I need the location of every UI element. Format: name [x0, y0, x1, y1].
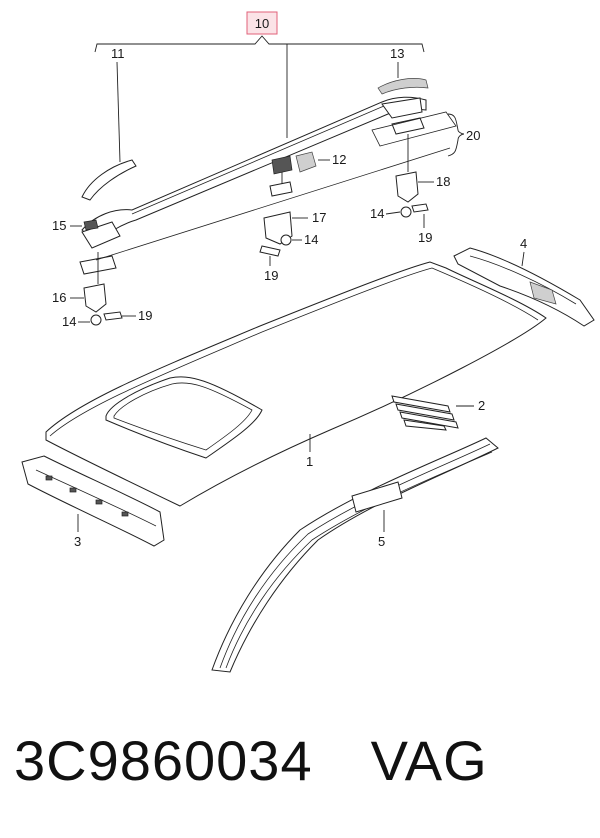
part-5-joint	[351, 481, 403, 513]
roof-rail	[81, 96, 427, 243]
part-14-nut-left	[90, 314, 102, 326]
part-14-nut-right	[400, 206, 412, 218]
label-4: 4	[520, 236, 527, 251]
brand-name: VAG	[370, 729, 488, 792]
rail-foot-left	[81, 221, 121, 249]
label-19c: 19	[418, 230, 432, 245]
label-14a: 14	[62, 314, 76, 329]
part-20-outline	[371, 111, 457, 147]
label-2: 2	[478, 398, 485, 413]
part-19-bolt-left	[103, 311, 123, 321]
roof-sunroof-inner	[113, 382, 253, 451]
part-5-detail-a	[219, 443, 491, 669]
part-16-bracket	[83, 283, 107, 313]
part-13-cap-right	[377, 78, 429, 95]
label-3: 3	[74, 534, 81, 549]
label-14b: 14	[304, 232, 318, 247]
part-12-clip	[295, 151, 317, 173]
rail-guide-line	[95, 147, 451, 261]
part-14-nut-mid	[280, 234, 292, 246]
bracket-10	[94, 35, 425, 53]
rail-foot-right	[381, 97, 423, 119]
leader-11	[116, 61, 121, 163]
part-3-front-member	[21, 455, 165, 547]
label-12: 12	[332, 152, 346, 167]
bracket-20	[447, 113, 465, 157]
mid-mount-pad	[269, 181, 293, 197]
footer-caption: 3C9860034 VAG	[14, 728, 488, 793]
label-17: 17	[312, 210, 326, 225]
label-19a: 19	[138, 308, 152, 323]
part-10-highlight-box	[246, 11, 278, 35]
label-20: 20	[466, 128, 480, 143]
label-16: 16	[52, 290, 66, 305]
part-19-bolt-mid	[259, 245, 281, 257]
part-4-rear-member	[453, 247, 595, 327]
label-11: 11	[111, 46, 125, 61]
part-4-detail	[469, 255, 577, 305]
label-10: 10	[255, 16, 269, 31]
part-4-bracket	[529, 281, 557, 305]
roof-panel-edge	[49, 267, 539, 437]
part-1-roof-panel	[45, 261, 547, 507]
part-15-clip	[83, 219, 99, 231]
part-19-bolt-right	[411, 203, 429, 213]
part-18-bracket	[395, 171, 419, 203]
rail-mid-mount	[271, 155, 293, 175]
part-11-cap-left	[81, 159, 137, 201]
label-14c: 14	[370, 206, 384, 221]
leader-14c	[385, 211, 401, 215]
label-15: 15	[52, 218, 66, 233]
part-20-pad-upper	[391, 117, 425, 135]
label-1: 1	[306, 454, 313, 469]
part-number: 3C9860034	[14, 729, 313, 792]
part-3-holes	[45, 475, 129, 517]
label-18: 18	[436, 174, 450, 189]
label-19b: 19	[264, 268, 278, 283]
label-5: 5	[378, 534, 385, 549]
part-5-side-frame	[211, 437, 499, 673]
part-5-detail-b	[225, 451, 493, 669]
roof-rail-inner	[131, 105, 385, 215]
label-13: 13	[390, 46, 404, 61]
leader-4	[521, 251, 525, 267]
part-2-strips	[391, 395, 459, 431]
roof-parts-diagram: 10 11 13 12 20 18 14 19 17 14 19 15	[21, 11, 595, 673]
